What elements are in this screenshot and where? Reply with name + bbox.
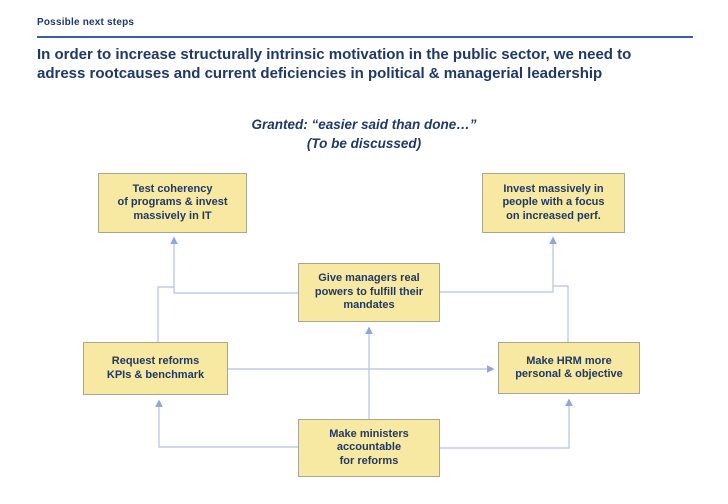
box-make-hrm: Make HRM more personal & objective — [498, 342, 640, 394]
box-make-ministers: Make ministers accountable for reforms — [298, 419, 440, 477]
subtitle-line-1: Granted: “easier said than done…” — [251, 117, 477, 132]
connector-give-managers-to-test-coherency — [170, 236, 298, 294]
box-test-coherency: Test coherency of programs & invest mass… — [98, 173, 247, 233]
slide-title-line-1: In order to increase structurally intrin… — [37, 46, 632, 63]
connector-give-managers-to-invest-people — [440, 236, 557, 293]
box-give-managers: Give managers real powers to fulfill the… — [298, 263, 440, 322]
slide-subtitle: Granted: “easier said than done…” (To be… — [0, 115, 728, 153]
box-invest-people: Invest massively in people with a focus … — [482, 173, 625, 233]
connector-request-reforms-to-test-coherency — [157, 286, 174, 342]
connector-make-ministers-to-request-reforms — [155, 399, 298, 448]
header-divider — [37, 36, 693, 38]
subtitle-line-2: (To be discussed) — [306, 136, 422, 151]
connector-make-ministers-to-make-hrm — [440, 398, 573, 449]
box-request-reforms: Request reforms KPIs & benchmark — [83, 342, 228, 395]
connector-make-hrm-to-invest-people — [553, 285, 569, 342]
slide-tagline: Possible next steps — [37, 17, 135, 28]
slide-title-line-2: adress rootcauses and current deficienci… — [37, 65, 603, 82]
slide-title: In order to increase structurally intrin… — [37, 45, 707, 83]
